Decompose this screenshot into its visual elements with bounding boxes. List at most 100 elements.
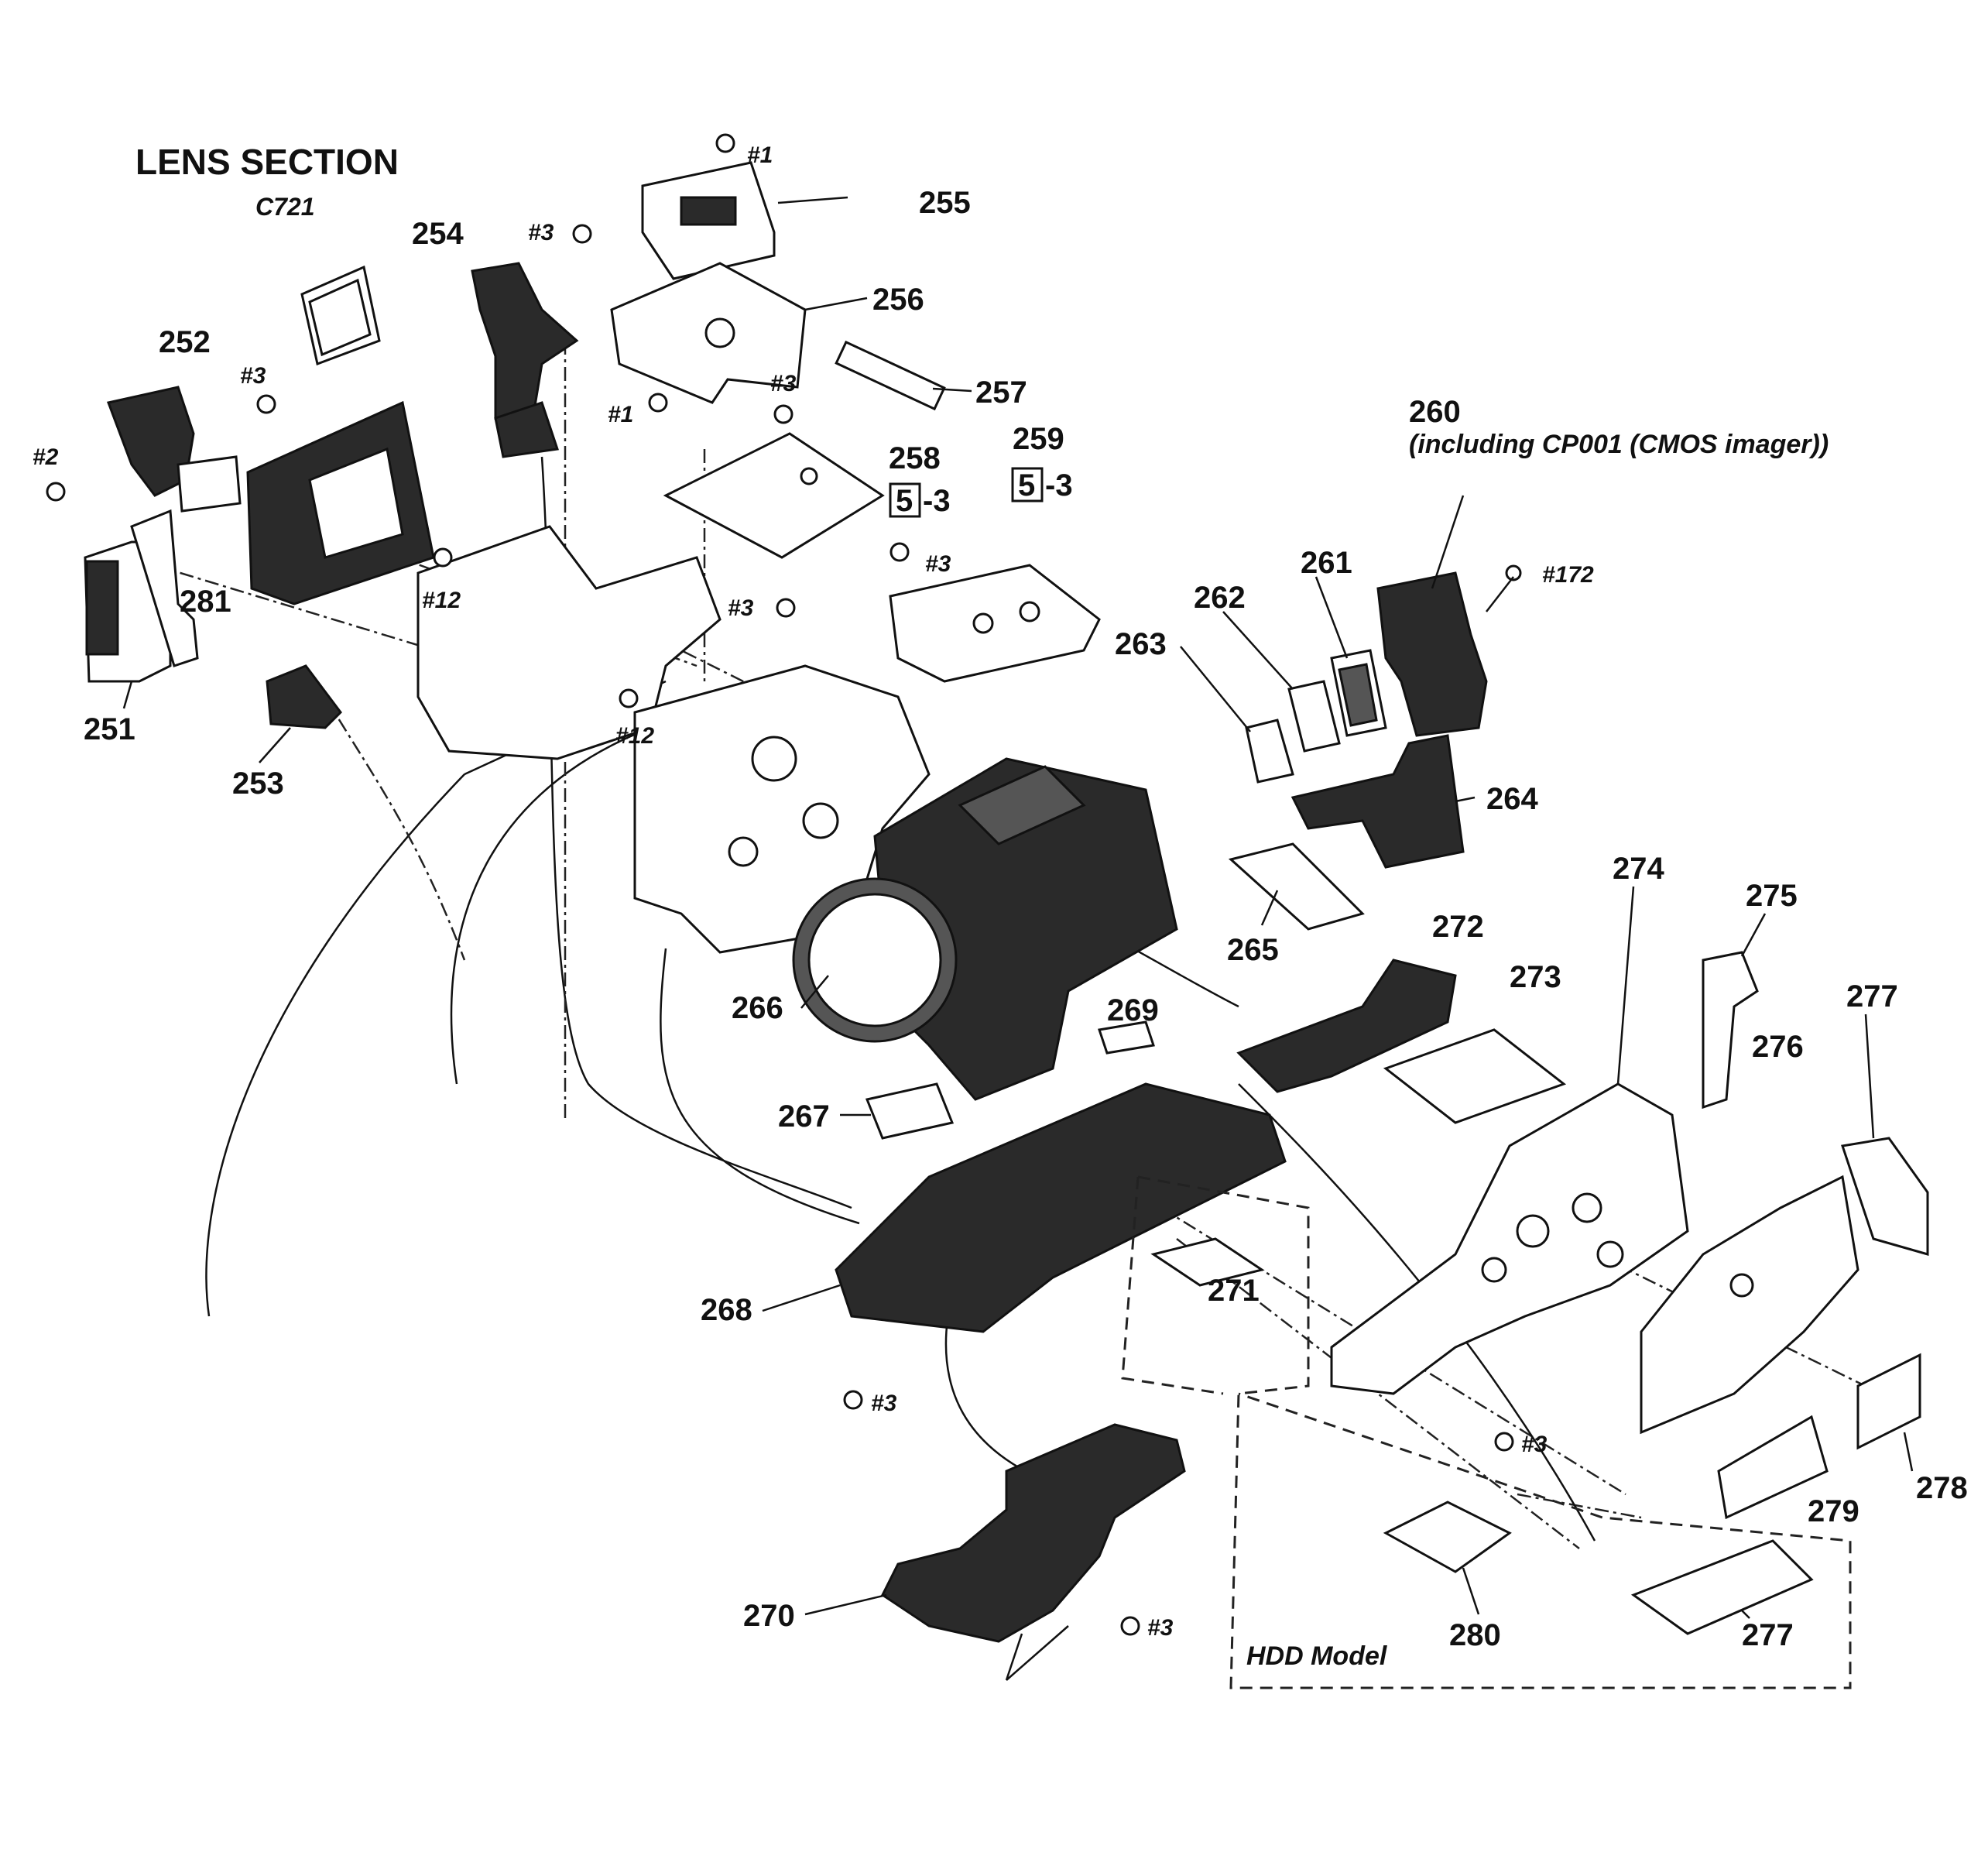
part-251-bracket: [84, 509, 199, 683]
part-label: 260: [1409, 395, 1461, 429]
part-263: [1245, 719, 1294, 784]
part-262: [1287, 680, 1341, 753]
part-257-rod: [835, 340, 946, 411]
part-254: [471, 262, 579, 458]
section-title: LENS SECTION: [135, 142, 399, 182]
label-leaders: [122, 196, 1914, 1681]
screw-icon: [843, 1390, 863, 1410]
part-label: 251: [84, 712, 135, 746]
part-265: [1228, 842, 1365, 931]
screw-label: #12: [615, 723, 654, 749]
screws: [46, 133, 1522, 1636]
screw-label: #3: [871, 1391, 897, 1416]
part-264: [1290, 734, 1465, 869]
screw-label: #3: [728, 595, 754, 621]
screw-labels: #1 #3 #3 #2 #1 #3 #3 #12 #3 #12 #172 #3 …: [33, 142, 1594, 1641]
part-label: 270: [743, 1599, 795, 1633]
screw-label: #3: [240, 363, 266, 389]
section-subtitle: C721: [255, 193, 315, 221]
part-label: 252: [159, 325, 211, 359]
screw-label: #3: [925, 551, 951, 577]
svg-text:5: 5: [896, 484, 913, 518]
ref-258: 5 -3: [889, 482, 951, 518]
part-label: 273: [1510, 960, 1561, 994]
part-label: 278: [1916, 1471, 1968, 1505]
part-label: 276: [1752, 1030, 1804, 1064]
part-266-lens-block: [792, 757, 1178, 1101]
part-label: 258: [889, 441, 941, 475]
part-label: 253: [232, 767, 284, 801]
screw-label: #3: [1147, 1615, 1174, 1641]
screw-icon: [1505, 564, 1522, 581]
part-277-sheet-upper: [1841, 1137, 1929, 1256]
part-270-lower-board: [881, 1423, 1186, 1643]
part-label: 280: [1449, 1618, 1501, 1652]
part-label: 269: [1107, 993, 1159, 1027]
hdd-model-outline: [1121, 1175, 1852, 1689]
part-label: 266: [732, 991, 783, 1025]
svg-text:5: 5: [1018, 468, 1035, 502]
screw-icon: [433, 547, 453, 568]
screw-icon: [1120, 1616, 1140, 1636]
screw-icon: [256, 394, 276, 414]
part-label: 267: [778, 1099, 830, 1134]
part-275-bracket: [1702, 951, 1759, 1110]
gasket-part: [300, 265, 381, 366]
part-label: 268: [701, 1293, 752, 1327]
part-272: [1236, 959, 1457, 1093]
screw-icon: [773, 404, 793, 424]
screw-label: #3: [1521, 1432, 1548, 1457]
part-label: 275: [1746, 879, 1798, 913]
screw-icon: [648, 393, 668, 413]
note-260: (including CP001 (CMOS imager)): [1409, 430, 1829, 459]
screw-label: #3: [770, 371, 797, 396]
part-label: 254: [412, 217, 464, 251]
screw-label: #2: [33, 444, 59, 470]
part-273: [1383, 1028, 1567, 1124]
part-label: 255: [919, 186, 971, 220]
part-267: [865, 1082, 955, 1140]
part-label: 274: [1613, 852, 1664, 886]
part-label: 263: [1115, 627, 1167, 661]
part-255: [641, 161, 776, 280]
part-label: 265: [1227, 933, 1279, 967]
hdd-model-label: HDD Model: [1246, 1641, 1388, 1671]
screw-label: #172: [1542, 562, 1594, 588]
part-labels: 251 252 253 254 255 256 257 258 259 260 …: [84, 186, 1968, 1652]
screw-label: #1: [608, 402, 633, 427]
part-260-cmos-assembly: [1376, 571, 1488, 737]
part-label: 277: [1846, 979, 1898, 1014]
ref-259: 5 -3: [1011, 467, 1073, 502]
screw-icon: [572, 224, 592, 244]
screw-icon: [46, 482, 66, 502]
screw-icon: [619, 688, 639, 708]
part-label: 281: [180, 585, 231, 619]
part-label: 259: [1013, 422, 1064, 456]
part-label: 271: [1208, 1274, 1260, 1308]
part-280-sheet: [1383, 1501, 1512, 1573]
part-269: [1098, 1020, 1155, 1055]
part-label: 261: [1301, 546, 1352, 580]
part-label: 277: [1742, 1618, 1794, 1652]
screw-icon: [889, 542, 910, 562]
part-252-frame: [246, 400, 435, 605]
screw-icon: [715, 133, 735, 153]
part-276-frame: [1640, 1175, 1859, 1435]
part-281: [177, 455, 242, 513]
part-label: 279: [1808, 1494, 1859, 1528]
part-253: [266, 664, 342, 729]
part-label: 272: [1432, 910, 1484, 944]
part-274-chassis: [1330, 1082, 1689, 1395]
screw-label: #1: [747, 142, 773, 168]
part-258-plate: [663, 432, 885, 559]
screw-label: #3: [528, 220, 554, 245]
part-label: 264: [1486, 782, 1538, 816]
part-278-sheet: [1856, 1353, 1921, 1450]
part-271: [1150, 1237, 1265, 1287]
svg-text:-3: -3: [923, 484, 951, 518]
screw-icon: [1494, 1432, 1514, 1452]
part-261: [1330, 649, 1387, 737]
part-label: 262: [1194, 581, 1246, 615]
svg-text:-3: -3: [1045, 468, 1073, 502]
